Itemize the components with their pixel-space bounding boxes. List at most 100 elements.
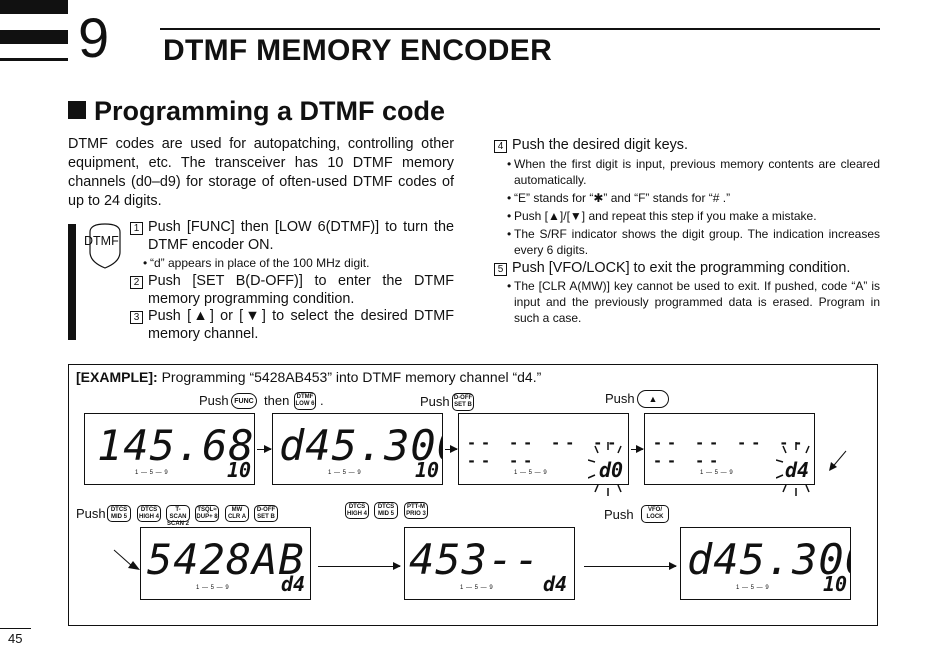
lcd-sub-readout: 10 xyxy=(415,458,440,482)
step-1: 1 Push [FUNC] then [LOW 6(DTMF)] to turn… xyxy=(130,219,454,254)
key-bottom: MID 5 xyxy=(377,511,394,517)
push-label: Push xyxy=(605,391,635,406)
then-label: then xyxy=(264,393,290,408)
lcd-display-2: d45.300 10 1 — 5 — 9 xyxy=(272,413,443,485)
step-bullet: The S/RF indicator shows the digit group… xyxy=(494,226,880,258)
key-top: DTCS xyxy=(110,507,128,513)
lcd-sub-readout: d4 xyxy=(281,572,306,596)
key-top: DTCS xyxy=(348,504,366,510)
key-top: DTCS xyxy=(140,507,158,513)
lcd-main-readout: d45.300 xyxy=(687,535,850,584)
key-bottom: DUP+ 8 xyxy=(196,514,218,520)
signal-meter: 1 — 5 — 9 xyxy=(135,470,169,476)
step-text: Push [FUNC] then [LOW 6(DTMF)] to turn t… xyxy=(148,219,454,253)
step-2: 2 Push [SET B(D-OFF)] to enter the DTMF … xyxy=(130,273,454,308)
key-top: DTMF xyxy=(296,394,314,400)
step-number: 5 xyxy=(494,262,507,276)
push-label: Push xyxy=(199,393,229,408)
step-bullet: “E” stands for “✱” and “F” stands for “#… xyxy=(494,190,880,206)
key-bottom: CLR A xyxy=(227,514,247,520)
chapter-number: 9 xyxy=(78,6,110,69)
blink-burst-icon xyxy=(776,442,810,496)
example-box xyxy=(68,364,878,626)
signal-meter: 1 — 5 — 9 xyxy=(460,585,494,591)
page-number: 45 xyxy=(8,631,23,646)
flow-arrow xyxy=(584,562,677,570)
step-text: Push [SET B(D-OFF)] to enter the DTMF me… xyxy=(148,273,454,307)
step-text: Push [VFO/LOCK] to exit the programming … xyxy=(512,259,851,276)
chapter-title: DTMF MEMORY ENCODER xyxy=(163,34,553,67)
key-top: D-OFF xyxy=(256,507,276,513)
section-title-text: Programming a DTMF code xyxy=(94,96,446,126)
square-bullet-icon xyxy=(68,101,86,119)
step-5: 5 Push [VFO/LOCK] to exit the programmin… xyxy=(494,260,880,278)
lcd-main-readout: 453-- -- xyxy=(409,535,541,600)
key-bottom: LOCK xyxy=(646,514,664,520)
lcd-sub-readout: d4 xyxy=(785,458,810,482)
example-title: [EXAMPLE]: Programming “5428AB453” into … xyxy=(76,369,541,385)
lcd-sub-readout: 10 xyxy=(823,572,848,596)
key-top: TSQL≈ xyxy=(197,507,217,513)
key-bottom: PRIO 3 xyxy=(406,511,426,517)
lcd-sub-readout: d0 xyxy=(599,458,624,482)
step-bullet: “d” appears in place of the 100 MHz digi… xyxy=(130,255,454,271)
step-number: 3 xyxy=(130,311,143,325)
step-text: Push [▲] or [▼] to select the desired DT… xyxy=(148,308,454,342)
step-bullet: The [CLR A(MW)] key cannot be used to ex… xyxy=(494,278,880,326)
step-text: Push the desired digit keys. xyxy=(512,137,688,153)
lcd-display-7: d45.300 10 1 — 5 — 9 xyxy=(680,527,851,600)
lcd-sub-readout: d4 xyxy=(543,572,568,596)
signal-meter: 1 — 5 — 9 xyxy=(514,470,548,476)
page-number-rule xyxy=(0,628,31,629)
key-top: VFO/ xyxy=(647,507,662,513)
step-number: 4 xyxy=(494,140,507,153)
chapter-bar-top xyxy=(0,0,68,14)
example-text: Programming “5428AB453” into DTMF memory… xyxy=(161,369,542,385)
header-rule xyxy=(160,28,880,30)
step-number: 2 xyxy=(130,276,143,290)
key-top: DTCS xyxy=(377,504,395,510)
signal-meter: 1 — 5 — 9 xyxy=(736,585,770,591)
step-3: 3 Push [▲] or [▼] to select the desired … xyxy=(130,308,454,343)
step-number: 1 xyxy=(130,222,143,235)
key-top: MW xyxy=(231,507,243,513)
lcd-sub-readout: 10 xyxy=(227,458,252,482)
lcd-dash-readout: -- -- -- -- -- -- xyxy=(467,434,622,470)
lcd-display-4: -- -- -- -- -- -- d4 1 — 5 — 9 xyxy=(644,413,815,485)
dtmf-badge-icon xyxy=(89,223,121,269)
vfo-lock-key: VFO/LOCK xyxy=(641,505,669,523)
section-title: Programming a DTMF code xyxy=(68,96,445,127)
key-top: T-SCAN xyxy=(169,507,187,520)
key-bottom: HIGH 4 xyxy=(346,511,367,517)
dtmf-badge-label: DTMF xyxy=(84,234,119,248)
steps-left: 1 Push [FUNC] then [LOW 6(DTMF)] to turn… xyxy=(130,219,454,344)
up-key: ▲ xyxy=(637,390,669,408)
step-bullet: When the first digit is input, previous … xyxy=(494,156,880,188)
lcd-dash-readout: -- -- -- -- -- -- xyxy=(653,434,808,470)
side-marker-bar xyxy=(68,224,76,340)
key-top: D-OFF xyxy=(453,395,473,401)
flow-arrow xyxy=(445,445,458,453)
signal-meter: 1 — 5 — 9 xyxy=(196,585,230,591)
chapter-bar-bottom xyxy=(0,58,68,61)
key-bottom: LOW 6 xyxy=(295,401,315,407)
period-label: . xyxy=(320,393,324,408)
step-4: 4 Push the desired digit keys. xyxy=(494,137,880,155)
key-bottom: SET B xyxy=(257,514,275,520)
flow-arrow xyxy=(318,562,401,570)
flow-arrow xyxy=(257,445,272,453)
lcd-display-3: -- -- -- -- -- -- d0 1 — 5 — 9 xyxy=(458,413,629,485)
key-bottom: MID 5 xyxy=(110,514,127,520)
signal-meter: 1 — 5 — 9 xyxy=(328,470,362,476)
key-bottom: HIGH 4 xyxy=(138,514,159,520)
example-label: [EXAMPLE]: xyxy=(76,369,158,385)
signal-meter: 1 — 5 — 9 xyxy=(700,470,734,476)
